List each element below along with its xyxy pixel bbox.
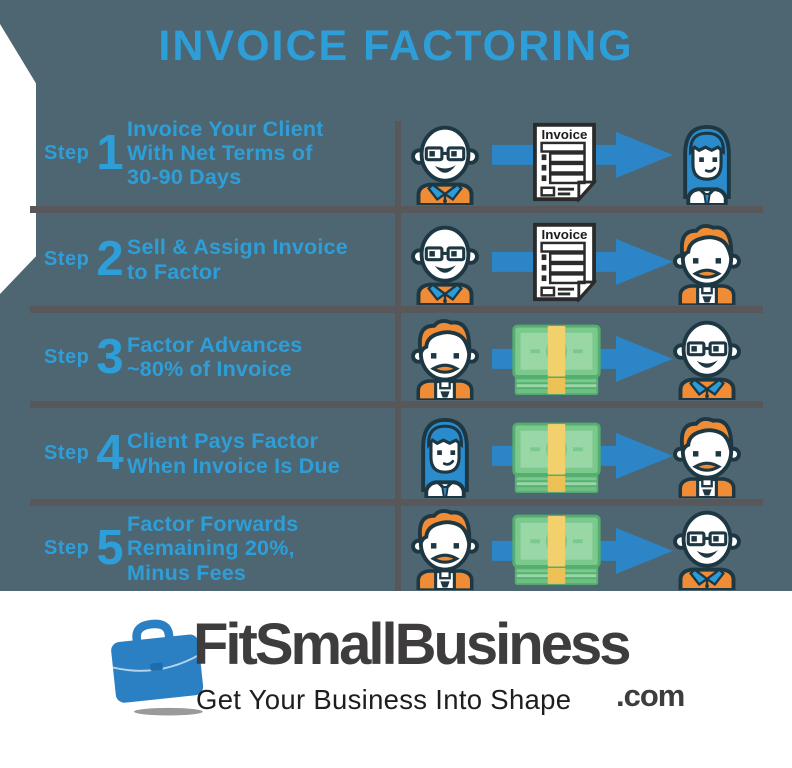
businessman-client-icon [406, 219, 484, 305]
factor-icon [406, 504, 484, 590]
step-label: Step 5 [44, 506, 124, 591]
step-word: Step [44, 141, 90, 164]
step-word: Step [44, 248, 90, 270]
businessman-client-icon [668, 504, 746, 590]
step-row-1: Step 1 Invoice Your Client With Net Term… [0, 100, 792, 206]
brand-domain: .com [616, 678, 685, 713]
page-title: INVOICE FACTORING [158, 22, 634, 70]
column-divider [395, 121, 401, 591]
step-word: Step [44, 442, 90, 464]
invoice-document-icon [531, 221, 598, 303]
step-description: Factor Advances ~80% of Invoice [127, 332, 303, 381]
brand-wordmark: FitSmallBusiness [193, 612, 631, 677]
step-number: 4 [96, 426, 124, 481]
step-word: Step [44, 345, 90, 368]
businessman-client-icon [406, 119, 484, 205]
step-row-5: Step 5 Factor Forwards Remaining 20%, Mi… [0, 506, 792, 591]
step-row-2: Step 2 Sell & Assign Invoice to Factor [0, 213, 792, 306]
invoice-document-icon [531, 121, 598, 203]
step-label: Step 4 [44, 408, 124, 499]
cash-stack-icon [508, 514, 605, 586]
step-word: Step [44, 537, 90, 559]
business-woman-icon [406, 412, 484, 498]
cash-stack-icon [508, 324, 605, 396]
step-description: Client Pays Factor When Invoice Is Due [127, 429, 340, 478]
factor-icon [668, 219, 746, 305]
factor-icon [668, 412, 746, 498]
businessman-client-icon [668, 314, 746, 400]
step-number: 5 [96, 521, 124, 576]
step-number: 1 [96, 125, 124, 180]
step-label: Step 2 [44, 213, 124, 306]
business-woman-icon [668, 119, 746, 205]
brand-tagline: Get Your Business Into Shape [196, 684, 572, 715]
step-row-4: Step 4 Client Pays Factor When Invoice I… [0, 408, 792, 499]
step-number: 2 [96, 232, 124, 287]
step-number: 3 [96, 329, 124, 384]
step-label: Step 3 [44, 313, 124, 401]
step-description: Factor Forwards Remaining 20%, Minus Fee… [127, 512, 299, 585]
step-label: Step 1 [44, 100, 124, 206]
step-description: Invoice Your Client With Net Terms of 30… [127, 116, 324, 190]
step-description: Sell & Assign Invoice to Factor [127, 235, 348, 284]
cash-stack-icon [508, 422, 605, 494]
step-row-3: Step 3 Factor Advances ~80% of Invoice [0, 313, 792, 401]
factor-icon [406, 314, 484, 400]
